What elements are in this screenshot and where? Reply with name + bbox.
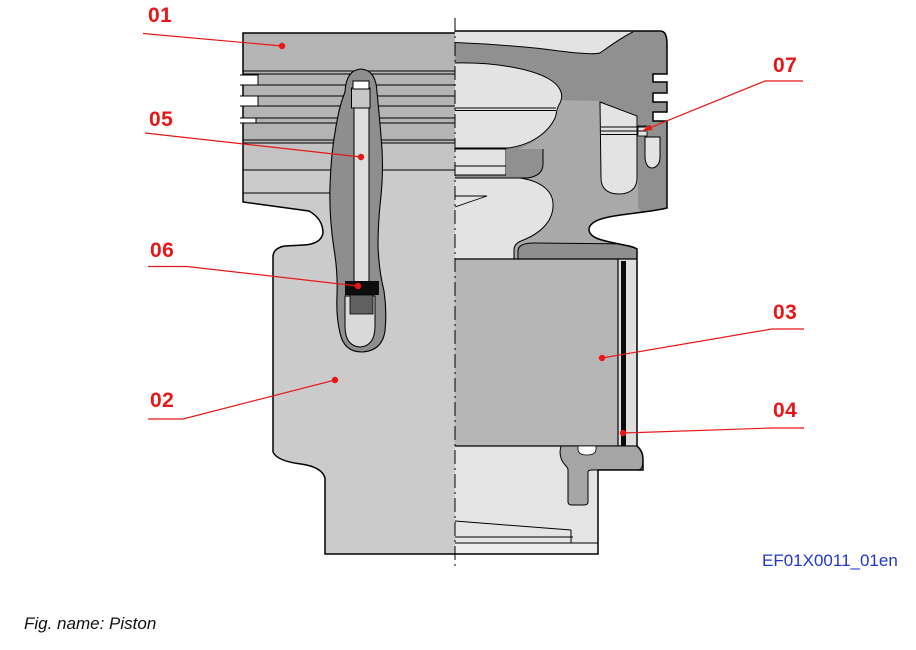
callout-dot-03	[598, 354, 606, 362]
callout-label-03: 03	[773, 301, 798, 324]
leader-markers	[278, 42, 653, 437]
leader-03	[601, 328, 804, 359]
pin-bore-cap	[518, 243, 637, 259]
pocket-lower-outline	[455, 177, 554, 259]
pocket-carrier	[599, 101, 638, 195]
retainer-block	[345, 281, 379, 295]
rod-item	[353, 105, 370, 283]
rod-upper-block	[351, 87, 371, 109]
ring-grooves-left	[240, 74, 259, 124]
callout-label-04: 04	[773, 399, 798, 422]
pocket-shelf	[455, 149, 506, 175]
leader-01	[142, 32, 283, 47]
callout-dot-06	[354, 282, 362, 290]
plug-block	[349, 294, 374, 315]
pin-bore-cap-outline	[517, 242, 638, 259]
leader-lines	[142, 32, 804, 434]
bracket-column	[506, 149, 543, 178]
leader-06	[148, 265, 359, 287]
figure-caption: Fig. name: Piston	[24, 614, 157, 633]
bracket-outline	[506, 149, 544, 179]
figure-code: EF01X0011_01en	[762, 551, 898, 570]
crown-top-band-line	[455, 31, 634, 55]
right-half-section	[455, 30, 668, 555]
piston-pin	[455, 259, 618, 446]
callout-dot-05	[357, 153, 365, 161]
pocket-slot	[644, 136, 661, 169]
skirt-interior-lines	[455, 520, 598, 544]
callout-dot-04	[619, 429, 627, 437]
pocket-lower-wedge	[455, 195, 488, 208]
leader-02	[148, 379, 336, 420]
leader-07	[641, 80, 803, 132]
left-body-outline	[242, 32, 455, 555]
pocket-upper-outline	[455, 62, 563, 149]
skirt-bottom-band	[455, 543, 598, 554]
carrier-ring-lines	[601, 126, 646, 135]
callout-label-05: 05	[149, 108, 174, 131]
callout-dot-02	[331, 376, 339, 384]
boss-notch	[577, 445, 597, 456]
callout-label-02: 02	[150, 389, 175, 412]
callout-dot-01	[278, 42, 286, 50]
pocket-upper	[455, 62, 562, 148]
leader-05	[144, 132, 362, 158]
crown-top-band	[455, 31, 633, 54]
left-half-section	[240, 32, 455, 555]
rod-top-cap	[352, 80, 370, 90]
circlip	[621, 261, 626, 450]
pin-boss	[559, 445, 644, 506]
callout-label-07: 07	[773, 54, 798, 77]
arrowhead-07	[642, 124, 653, 131]
leader-04	[622, 427, 804, 434]
right-body-outline	[455, 30, 668, 555]
callout-label-01: 01	[148, 4, 173, 27]
callout-label-06: 06	[150, 239, 175, 262]
